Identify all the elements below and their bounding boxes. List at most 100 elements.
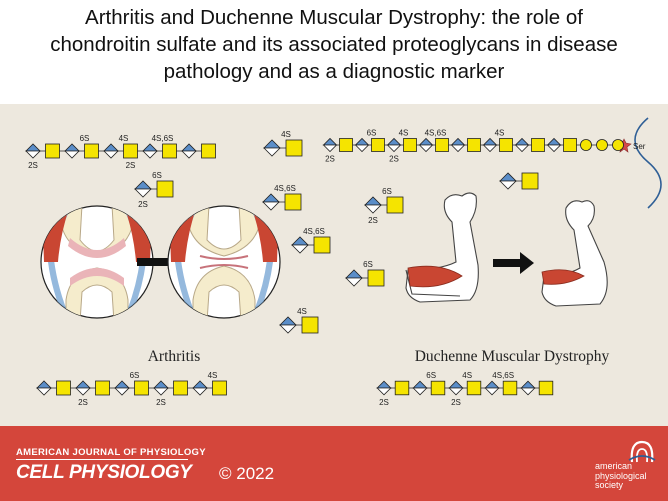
chain-bottom-arthritis-mod-below-2: 2S — [78, 398, 88, 407]
chain-proteoglycan-gla-14-top — [546, 137, 562, 146]
chain-proteoglycan-mod-above-11: 4S — [495, 129, 505, 138]
chain-top-left-gla-2-top — [64, 143, 80, 152]
disaccharide-4s6s-left-gla-0-top — [262, 193, 280, 203]
chain-bottom-arthritis-mod-above-9: 4S — [208, 371, 218, 380]
chain-bottom-dmd-gla-0-bottom — [376, 387, 392, 396]
chain-top-left-galnac-1 — [45, 143, 60, 159]
chain-top-left-gla-6-bottom — [142, 150, 158, 159]
chain-proteoglycan-galnac-11 — [499, 138, 513, 152]
disaccharide-2s6s-left-galnac-1 — [156, 180, 174, 198]
chain-bottom-arthritis-gla-8-top — [192, 380, 208, 389]
chain-bottom-arthritis-galnac-9 — [212, 380, 227, 396]
chain-bottom-arthritis-gla-4-top — [114, 380, 130, 389]
disaccharide-6s-center-galnac-1 — [367, 269, 385, 287]
chain-proteoglycan-gla-2-top — [354, 137, 370, 146]
footer-rule — [16, 459, 188, 460]
chain-top-left-gla-2-bottom — [64, 150, 80, 159]
chain-proteoglycan-gla-14-bottom — [546, 144, 562, 153]
chain-bottom-dmd-galnac-7 — [502, 380, 518, 396]
chain-proteoglycan-gla-2-bottom — [354, 144, 370, 153]
chain-bottom-arthritis-gla-6-bottom — [153, 387, 169, 396]
chain-bottom-arthritis-mod-below-6: 2S — [156, 398, 166, 407]
disaccharide-4s6s-center-gla-0-bottom — [291, 244, 309, 254]
disaccharide-2s6s-left-mod-below-0: 2S — [138, 200, 148, 209]
chain-proteoglycan-galnac-13 — [531, 138, 545, 152]
chain-proteoglycan-gla-8-bottom — [450, 144, 466, 153]
chain-proteoglycan-gla-4-bottom — [386, 144, 402, 153]
chain-proteoglycan-linker-16 — [580, 139, 592, 151]
chain-proteoglycan-gla-8-top — [450, 137, 466, 146]
chain-bottom-arthritis-gla-6-top — [153, 380, 169, 389]
chain-proteoglycan-mod-below-4: 2S — [389, 155, 399, 164]
chain-top-left-gla-4-bottom — [103, 150, 119, 159]
chain-proteoglycan-galnac-9 — [467, 138, 481, 152]
society-line-1: american — [595, 461, 633, 471]
muscle-arrow — [493, 252, 534, 274]
cell-membrane-line — [634, 117, 662, 209]
chain-bottom-dmd-gla-6-bottom — [484, 387, 500, 396]
chain-top-left-mod-above-7: 4S,6S — [152, 134, 174, 143]
chain-top-left-mod-above-3: 6S — [80, 134, 90, 143]
disaccharide-2s6s-left-gla-0-top — [134, 180, 152, 190]
aps-logo-icon — [628, 440, 656, 463]
chain-bottom-dmd-gla-4-top — [448, 380, 464, 389]
chain-proteoglycan-gla-10-top — [482, 137, 498, 146]
chain-proteoglycan-mod-above-5: 4S — [399, 129, 409, 138]
society-line-2: physiological — [595, 470, 647, 481]
chain-bottom-arthritis-galnac-1 — [56, 380, 71, 396]
chain-bottom-arthritis-gla-0-top — [36, 380, 52, 389]
journal-footer — [0, 426, 668, 501]
chain-bottom-arthritis-gla-2-top — [75, 380, 91, 389]
chain-bottom-dmd-gla-6-top — [484, 380, 500, 389]
society-line-3: society — [595, 480, 624, 490]
title-line-3: pathology and as a diagnostic marker — [163, 60, 505, 83]
chain-top-left-gla-0-top — [25, 143, 41, 152]
chain-bottom-dmd-mod-above-7: 4S,6S — [492, 371, 514, 380]
chain-bottom-arthritis-mod-above-5: 6S — [130, 371, 140, 380]
chain-bottom-dmd-mod-above-3: 6S — [426, 371, 436, 380]
chain-bottom-arthritis-galnac-3 — [95, 380, 110, 396]
chain-bottom-dmd-gla-2-bottom — [412, 387, 428, 396]
chain-top-left-gla-6-top — [142, 143, 158, 152]
society-name: american physiological society — [595, 461, 647, 491]
chain-proteoglycan-galnac-3 — [371, 138, 385, 152]
journal-section: CELL PHYSIOLOGY — [16, 462, 192, 483]
disaccharide-4s-bottom-galnac-1 — [301, 316, 319, 334]
chain-top-left-mod-above-5: 4S — [119, 134, 129, 143]
disaccharide-4s-top-galnac-1 — [285, 139, 303, 157]
chain-bottom-dmd-gla-0-top — [376, 380, 392, 389]
chain-top-left-gla-4-top — [103, 143, 119, 152]
chain-proteoglycan-gla-6-top — [418, 137, 434, 146]
chain-top-left-mod-below-5: 2S — [126, 161, 136, 170]
disaccharide-6s-center-gla-0-top — [345, 269, 363, 279]
disaccharide-4s-bottom-gla-0-bottom — [279, 324, 297, 334]
arthritic-joint-illustration — [167, 205, 281, 319]
chain-proteoglycan-gla-4-top — [386, 137, 402, 146]
chain-top-left-galnac-9 — [201, 143, 216, 159]
disaccharide-unsulfated-gla-0-top — [499, 172, 517, 182]
serine-label: Ser — [633, 142, 646, 151]
chain-bottom-dmd-galnac-3 — [430, 380, 446, 396]
chain-bottom-dmd-galnac-9 — [538, 380, 554, 396]
chain-proteoglycan-gla-10-bottom — [482, 144, 498, 153]
disaccharide-2s6s-right-gla-0-top — [364, 196, 382, 206]
chain-bottom-arthritis-gla-0-bottom — [36, 387, 52, 396]
chain-bottom-dmd-galnac-5 — [466, 380, 482, 396]
disaccharide-2s6s-right-galnac-1 — [386, 196, 404, 214]
chain-proteoglycan-mod-below-0: 2S — [325, 155, 335, 164]
chain-proteoglycan-galnac-15 — [563, 138, 577, 152]
chain-proteoglycan-mod-above-7: 4S,6S — [425, 129, 447, 138]
disaccharide-4s6s-center-gla-0-top — [291, 236, 309, 246]
arthritis-label: Arthritis — [148, 348, 201, 365]
chain-bottom-dmd-gla-4-bottom — [448, 387, 464, 396]
chain-bottom-arthritis-gla-8-bottom — [192, 387, 208, 396]
chain-top-left-galnac-7 — [162, 143, 177, 159]
chain-proteoglycan-mod-above-3: 6S — [367, 129, 377, 138]
disaccharide-4s6s-left-galnac-1 — [284, 193, 302, 211]
chain-proteoglycan-galnac-5 — [403, 138, 417, 152]
disaccharide-4s6s-center-galnac-1 — [313, 236, 331, 254]
chain-top-left-gla-0-bottom — [25, 150, 41, 159]
chain-proteoglycan-linker-17 — [596, 139, 608, 151]
